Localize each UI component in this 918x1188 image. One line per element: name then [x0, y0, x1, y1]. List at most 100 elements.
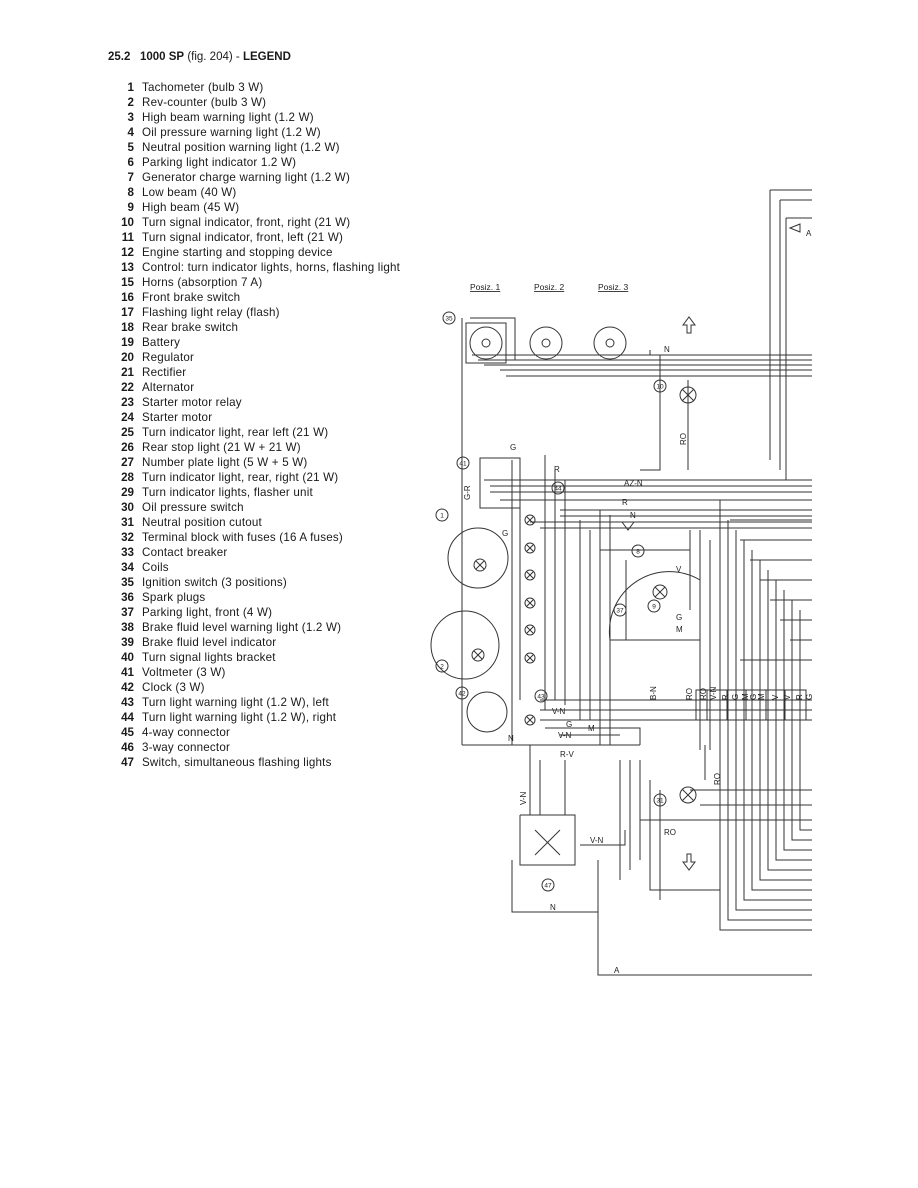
component-callout-number: 43	[537, 694, 545, 701]
legend-item-number: 12	[121, 246, 134, 259]
terminal-block	[695, 689, 807, 721]
legend-item-number: 44	[121, 711, 134, 724]
legend-item-number: 45	[121, 726, 134, 739]
legend-item-number: 43	[121, 696, 134, 709]
legend-item-text: Tachometer (bulb 3 W)	[142, 81, 264, 94]
legend-item-text: 4-way connector	[142, 726, 231, 739]
legend-item-text: Brake fluid level warning light (1.2 W)	[142, 621, 342, 634]
legend-item-text: Flashing light relay (flash)	[142, 306, 280, 319]
legend-item-text: Engine starting and stopping device	[142, 246, 333, 259]
legend-item-number: 36	[121, 591, 134, 604]
legend-item-text: Terminal block with fuses (16 A fuses)	[142, 531, 343, 544]
legend-item-number: 38	[121, 621, 134, 634]
wire-label: V	[676, 565, 682, 574]
wire-label: G	[805, 694, 814, 700]
wire-label: V-N	[590, 836, 604, 845]
wiring-lines	[461, 189, 812, 976]
section-title: LEGEND	[242, 51, 291, 63]
legend-item: 25 Turn indicator light, rear left (21 W)	[108, 425, 438, 440]
legend-item-number: 2	[127, 96, 134, 109]
heading-separator: -	[235, 51, 240, 63]
wire-label: V-N	[519, 791, 528, 805]
legend-item-number: 5	[127, 141, 134, 154]
component-callout-circle	[613, 603, 627, 617]
component-callout-circle	[435, 508, 449, 522]
figure-reference: (fig. 204)	[187, 51, 233, 63]
component-callout-number: 42	[458, 691, 466, 698]
component-callout-circle	[647, 599, 661, 613]
legend-item-text: High beam warning light (1.2 W)	[142, 111, 314, 124]
legend-item-number: 28	[121, 471, 134, 484]
wire-label: V-N	[709, 686, 718, 700]
legend-item-text: Low beam (40 W)	[142, 186, 237, 199]
legend-item: 12 Engine starting and stopping device	[108, 245, 438, 260]
component-callout-number: 37	[616, 608, 624, 615]
lamp-symbols	[471, 386, 697, 804]
legend-item-number: 26	[121, 441, 134, 454]
legend-item-text: Control: turn indicator lights, horns, f…	[142, 261, 401, 274]
legend-item-number: 23	[121, 396, 134, 409]
legend-item-number: 24	[121, 411, 134, 424]
legend-item-number: 22	[121, 381, 134, 394]
legend-item-text: Neutral position cutout	[142, 516, 262, 529]
legend-item-number: 30	[121, 501, 134, 514]
wire-label: G	[749, 694, 758, 700]
legend-item-number: 18	[121, 321, 134, 334]
wire-label: RO	[713, 773, 722, 785]
legend-item-number: 15	[121, 276, 134, 289]
legend-item-number: 19	[121, 336, 134, 349]
legend-item-text: Turn indicator light, rear left (21 W)	[142, 426, 329, 439]
instrument-outlines	[430, 457, 701, 733]
legend-item-number: 39	[121, 636, 134, 649]
wire-label: A	[614, 966, 620, 975]
wire-label: M	[676, 625, 683, 634]
legend-item-text: Number plate light (5 W + 5 W)	[142, 456, 308, 469]
wire-label: N	[508, 734, 514, 743]
component-callout-circle	[631, 544, 645, 558]
legend-item-number: 25	[121, 426, 134, 439]
wire-label: V	[783, 694, 792, 700]
legend-item-number: 37	[121, 606, 134, 619]
legend-item-text: Generator charge warning light (1.2 W)	[142, 171, 351, 184]
component-callout-number: 44	[554, 486, 562, 493]
legend-item-number: 41	[121, 666, 134, 679]
legend-item-number: 21	[121, 366, 134, 379]
section-heading: 25.2 1000 SP (fig. 204) - LEGEND	[108, 51, 291, 63]
legend-item-text: Coils	[142, 561, 169, 574]
legend-item-text: Parking light indicator 1.2 W)	[142, 156, 297, 169]
component-callout-number: 8	[636, 549, 640, 556]
component-callout-number: 31	[656, 798, 664, 805]
legend-item-text: Regulator	[142, 351, 195, 364]
section-number: 25.2	[108, 51, 131, 63]
wire-label: RO	[685, 688, 694, 700]
legend-item-number: 29	[121, 486, 134, 499]
wire-label: A	[806, 229, 812, 238]
component-callout-circle	[551, 481, 565, 495]
